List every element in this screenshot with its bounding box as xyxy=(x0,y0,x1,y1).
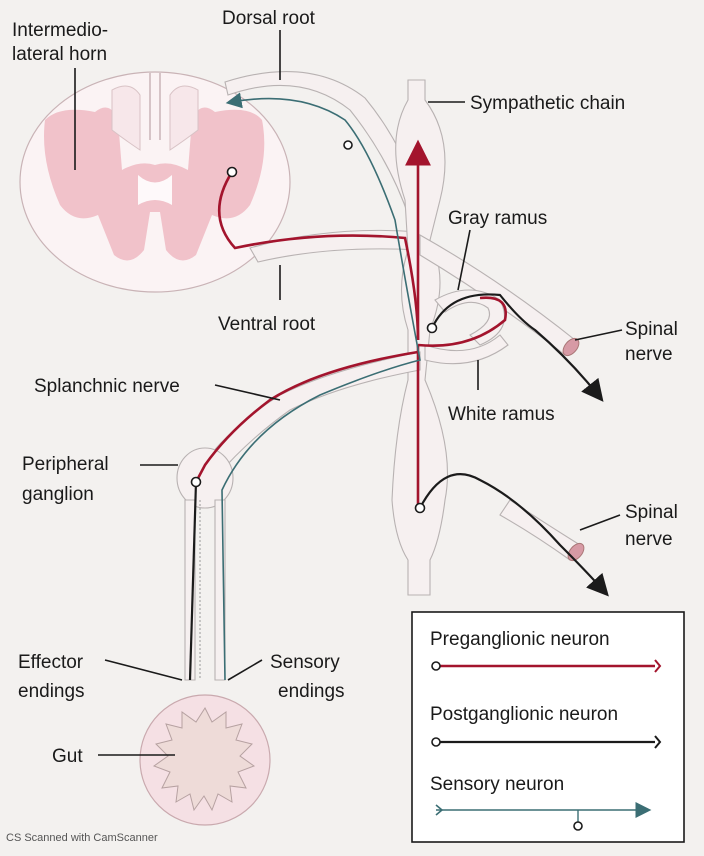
label-sympathetic-chain: Sympathetic chain xyxy=(470,93,625,114)
label-splanchnic-nerve: Splanchnic nerve xyxy=(34,376,180,397)
legend-postganglionic-label: Postganglionic neuron xyxy=(430,704,618,725)
label-sensory-endings-1: Sensory xyxy=(270,652,340,673)
label-spinal-nerve-lower-2: nerve xyxy=(625,529,673,550)
label-effector-endings-2: endings xyxy=(18,681,85,702)
postganglionic-soma-chain xyxy=(428,324,437,333)
label-spinal-nerve-upper-2: nerve xyxy=(625,344,673,365)
legend-sensory-label: Sensory neuron xyxy=(430,774,564,795)
legend-preganglionic-label: Preganglionic neuron xyxy=(430,629,610,650)
label-sensory-endings-2: endings xyxy=(278,681,345,702)
label-spinal-nerve-lower-1: Spinal xyxy=(625,502,678,523)
label-intermediolateral-horn-1: Intermedio- xyxy=(12,20,108,41)
label-gray-ramus: Gray ramus xyxy=(448,208,547,229)
legend: Preganglionic neuron Postganglionic neur… xyxy=(412,612,684,842)
spinal-nerve-lower-tube xyxy=(500,500,580,560)
label-white-ramus: White ramus xyxy=(448,404,555,425)
label-effector-endings-1: Effector xyxy=(18,652,84,673)
label-peripheral-ganglion-2: ganglion xyxy=(22,484,94,505)
sympathetic-chain-tube xyxy=(392,80,448,595)
label-intermediolateral-horn-2: lateral horn xyxy=(12,44,107,65)
preganglionic-soma xyxy=(228,168,237,177)
label-spinal-nerve-upper-1: Spinal xyxy=(625,319,678,340)
sensory-soma xyxy=(344,141,352,149)
postganglionic-spinal-lower xyxy=(420,474,603,590)
postganglionic-soma-peripheral xyxy=(192,478,201,487)
postganglionic-soma-lower xyxy=(416,504,425,513)
label-dorsal-root: Dorsal root xyxy=(222,8,316,29)
gut xyxy=(140,695,270,825)
label-gut: Gut xyxy=(52,746,83,767)
white-ramus-tube xyxy=(425,335,508,364)
peripheral-ganglion-shape xyxy=(177,448,233,508)
label-ventral-root: Ventral root xyxy=(218,314,316,335)
spinal-cord xyxy=(20,72,290,292)
scanner-footer: CS Scanned with CamScanner xyxy=(6,832,158,844)
label-peripheral-ganglion-1: Peripheral xyxy=(22,454,109,475)
